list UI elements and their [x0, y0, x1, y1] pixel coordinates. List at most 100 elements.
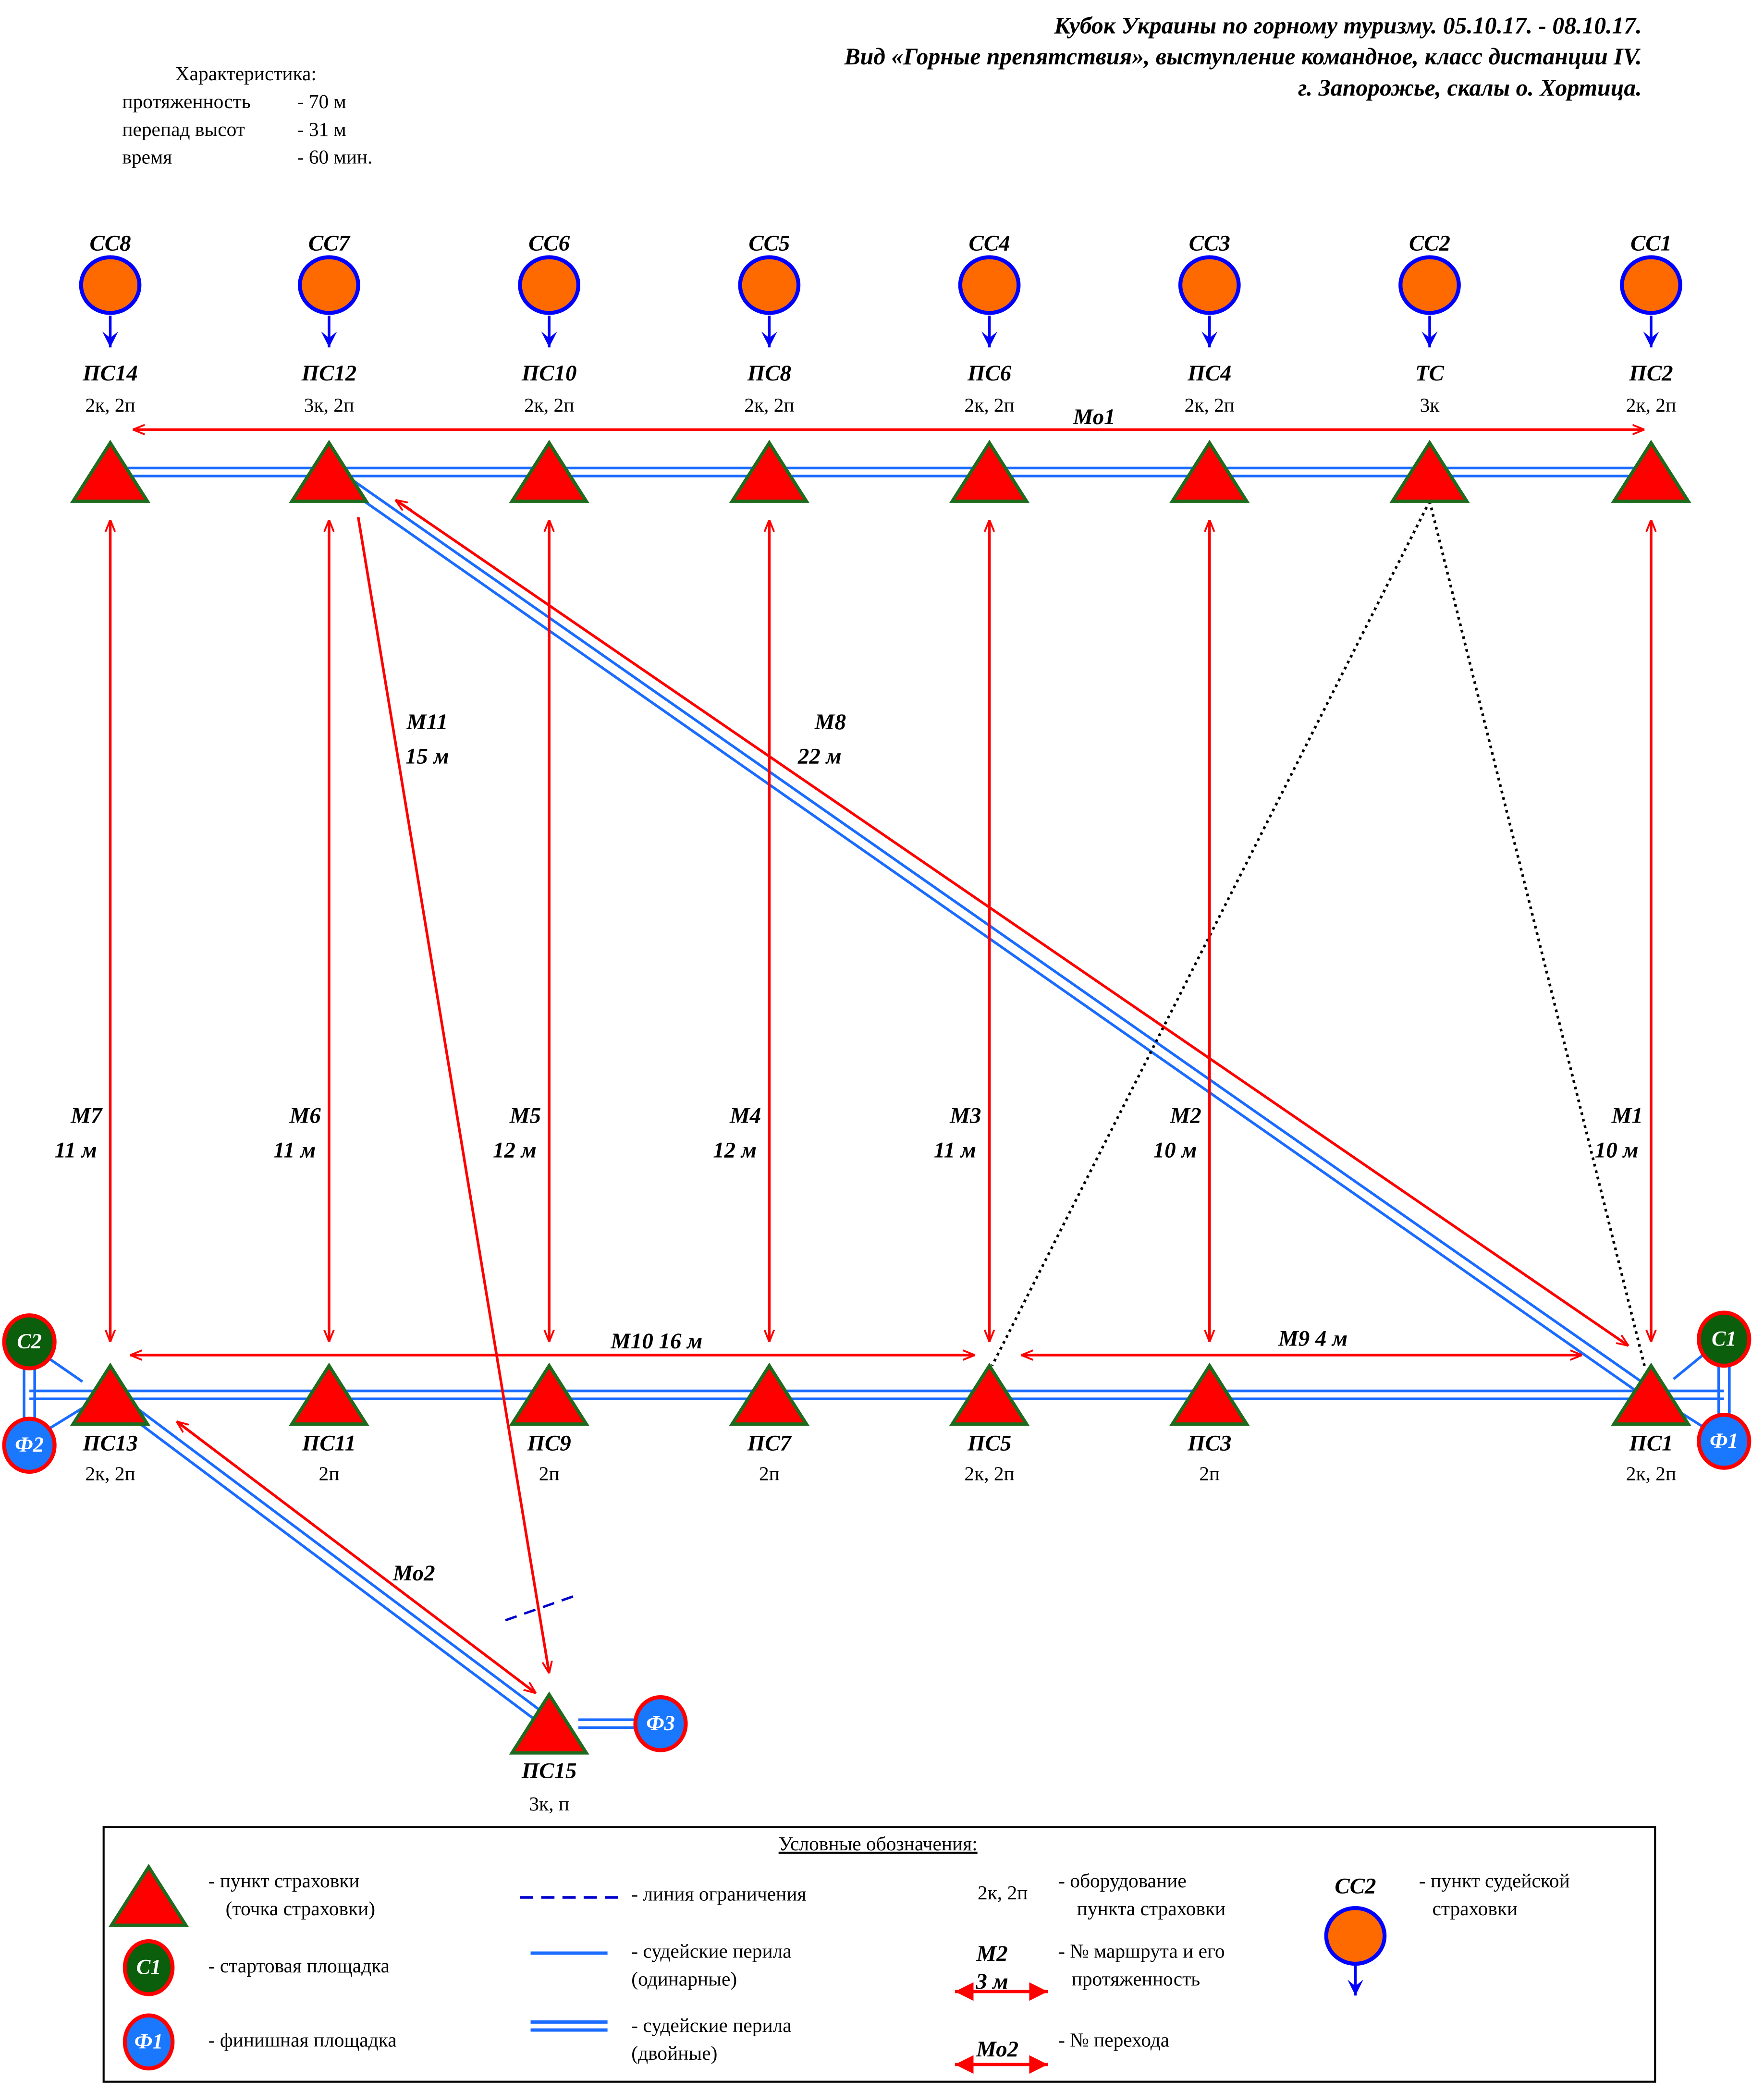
header-line: Вид «Горные препятствия», выступление ко…: [844, 43, 1642, 70]
belay-equipment: 2п: [539, 1463, 560, 1485]
stage-id: М9 4 м: [1278, 1326, 1348, 1351]
dotted-line: [1428, 501, 1646, 1366]
stage-length: 11 м: [273, 1137, 316, 1162]
start-platform-icon: [122, 1939, 175, 1996]
belay-point-icon: [1169, 1362, 1250, 1426]
belay-equipment: 2п: [319, 1463, 340, 1485]
judge-point-icon: [79, 255, 142, 315]
rope-f2: [47, 1407, 83, 1431]
belay-point-label: ПС8: [747, 361, 791, 386]
judge-point-icon: [298, 255, 360, 315]
belay-point-icon: [1611, 1362, 1691, 1426]
rope-c1: [1673, 1354, 1704, 1380]
belay-point-label: ПС13: [82, 1431, 138, 1455]
legend-sample: 3 м: [975, 1969, 1008, 1994]
characteristic-value: - 31 м: [297, 118, 346, 140]
belay-point-label: ПС15: [521, 1758, 577, 1783]
belay-point-icon: [1169, 440, 1250, 503]
finish-platform-icon: [2, 1417, 57, 1474]
characteristic-label: протяженность: [122, 90, 250, 112]
belay-point-icon: [729, 440, 809, 503]
belay-point-icon: [509, 440, 589, 503]
legend-text: (точка страховки): [226, 1897, 375, 1920]
belay-point-label: ПС6: [967, 361, 1012, 386]
belay-point-icon: [949, 440, 1030, 503]
belay-point-label: ПС9: [527, 1431, 571, 1455]
legend-box: [102, 1826, 1656, 2083]
judge-point-icon: [518, 255, 581, 315]
belay-point-icon: [949, 1362, 1030, 1426]
limit-line: [505, 1595, 574, 1622]
stage-id: М3: [949, 1103, 981, 1128]
legend-text: - № перехода: [1058, 2029, 1169, 2051]
legend-text: - стартовая площадка: [208, 1955, 390, 1977]
belay-point-label: ПС12: [301, 361, 357, 386]
header-line: Кубок Украины по горному туризму. 05.10.…: [1054, 12, 1642, 38]
legend-text: протяженность: [1072, 1968, 1200, 1990]
judge-label: СС2: [1409, 231, 1450, 256]
finish-platform-label: Ф1: [1710, 1429, 1739, 1452]
belay-equipment: 2к, 2п: [85, 1463, 135, 1485]
legend-sample: Мо2: [976, 2037, 1018, 2062]
judge-point-icon: [738, 255, 801, 315]
belay-point-icon: [509, 1362, 589, 1426]
characteristic-label: время: [122, 146, 172, 168]
characteristic-value: - 60 мин.: [297, 146, 373, 168]
legend-text: - пункт страховки: [208, 1870, 360, 1892]
legend-sample: СС2: [1335, 1873, 1376, 1898]
belay-point-icon: [1611, 440, 1691, 503]
legend-text: - судейские перила: [631, 2014, 791, 2036]
stage-id: М6: [289, 1103, 321, 1128]
finish-platform-icon: [1697, 1413, 1752, 1470]
stage-arrow-m11: [356, 517, 549, 1674]
belay-equipment: 2к, 2п: [964, 1463, 1014, 1485]
legend-text: пункта страховки: [1077, 1897, 1226, 1920]
judge-label: СС3: [1189, 231, 1230, 256]
stage-length: 12 м: [713, 1137, 757, 1162]
belay-point-icon: [509, 1691, 589, 1755]
legend-text: страховки: [1433, 1897, 1518, 1920]
stage-length: 22 м: [797, 744, 842, 769]
stage-id: М7: [70, 1103, 103, 1128]
start-platform-label: С2: [17, 1329, 42, 1353]
belay-equipment: 2к, 2п: [1185, 394, 1235, 416]
start-platform-label: С1: [1712, 1327, 1737, 1350]
belay-equipment: 2п: [759, 1463, 780, 1485]
finish-platform-icon: [122, 2013, 175, 2071]
stage-id: М8: [814, 709, 846, 734]
legend-text: - судейские перила: [631, 1940, 791, 1962]
belay-equipment: 2к, 2п: [85, 394, 135, 416]
belay-point-icon: [70, 1362, 151, 1426]
stage-length: 10 м: [1153, 1137, 1197, 1162]
belay-equipment: 2к, 2п: [1626, 1463, 1676, 1485]
stage-id: М5: [509, 1103, 541, 1128]
stage-length: 12 м: [493, 1137, 537, 1162]
judge-label: СС6: [528, 231, 570, 256]
belay-point-label: ПС14: [82, 361, 138, 386]
characteristics-title: Характеристика:: [175, 62, 317, 85]
stage-length: 10 м: [1595, 1137, 1639, 1162]
belay-point-icon: [289, 440, 369, 503]
belay-equipment: 2к, 2п: [964, 394, 1014, 416]
judge-label: СС4: [969, 231, 1010, 256]
belay-point-label: ПС11: [302, 1431, 356, 1455]
stage-id: М11: [406, 709, 448, 734]
judge-label: СС1: [1630, 231, 1672, 256]
belay-point-icon: [729, 1362, 809, 1426]
characteristic-label: перепад высот: [122, 118, 245, 140]
header-line: г. Запорожье, скалы о. Хортица.: [1298, 74, 1642, 101]
stage-id: М4: [729, 1103, 761, 1128]
legend-icon-label: Ф1: [135, 2030, 163, 2053]
legend-text: - пункт судейской: [1419, 1870, 1570, 1892]
belay-point-label: ПС7: [747, 1431, 793, 1455]
stage-length: 15 м: [405, 744, 449, 769]
belay-equipment: 2к, 2п: [1626, 394, 1676, 416]
finish-platform-label: Ф3: [646, 1711, 675, 1735]
legend-sample: М2: [976, 1941, 1008, 1966]
legend-text: - № маршрута и его: [1058, 1940, 1225, 1962]
belay-equipment: 2п: [1199, 1463, 1220, 1485]
judge-point-icon: [1324, 1906, 1387, 1966]
judge-point-icon: [1398, 255, 1461, 315]
belay-equipment: 2к, 2п: [524, 394, 574, 416]
